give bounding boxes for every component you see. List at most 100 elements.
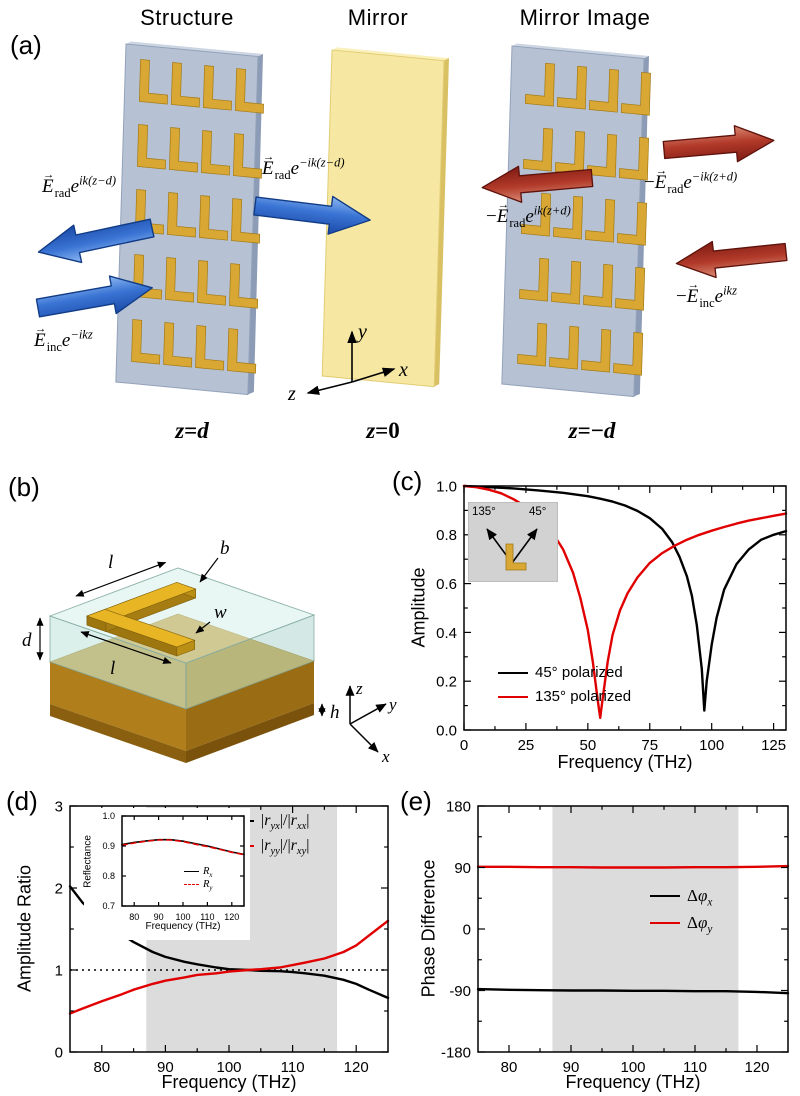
image-rad-left-label: −Eradeik(z+d)	[486, 199, 571, 229]
svg-text:25: 25	[518, 737, 535, 754]
svg-text:90: 90	[157, 1059, 174, 1076]
svg-text:90: 90	[563, 1059, 580, 1076]
mirror-title: Mirror	[347, 5, 409, 30]
svg-text:1.0: 1.0	[436, 478, 457, 495]
svg-text:120: 120	[744, 1059, 769, 1076]
svg-text:80: 80	[129, 912, 139, 922]
svg-text:0: 0	[55, 1044, 63, 1061]
svg-text:0.7: 0.7	[102, 901, 115, 911]
structure-slab	[115, 41, 266, 396]
legend-label-ryx: |ryx|/|rxx|	[261, 812, 310, 833]
svg-text:110: 110	[281, 1059, 305, 1076]
x-axis-arrow	[351, 367, 396, 383]
legend-item-dphix: Δφx	[650, 886, 712, 908]
mirror-top-edge	[332, 47, 449, 61]
line-swatch-135	[498, 695, 528, 698]
mirror-side-edge	[434, 58, 449, 387]
legend-label-135: 135° polarized	[535, 688, 632, 705]
incident-label: Eince−ikz	[34, 323, 93, 353]
legend-item-rx: Rx	[184, 866, 213, 880]
svg-text:100: 100	[620, 1059, 645, 1076]
legend-label-45: 45° polarized	[535, 664, 623, 681]
structure-slab-face	[115, 43, 259, 396]
svg-text:100: 100	[216, 1059, 241, 1076]
y-axis-arrow-b	[349, 703, 387, 725]
ground-front-left-face	[50, 662, 186, 751]
coordinate-axes-b	[345, 685, 387, 753]
svg-text:100: 100	[175, 912, 190, 922]
plane-label-structure: z=d	[175, 418, 209, 443]
dim-label-d: d	[22, 630, 32, 651]
panel-d-letter: (d)	[6, 786, 38, 816]
svg-text:120: 120	[224, 912, 239, 922]
svg-text:3: 3	[55, 798, 63, 815]
svg-text:0: 0	[460, 737, 468, 754]
pointer-w	[195, 621, 211, 634]
deg135-label: 135°	[472, 506, 496, 518]
c-yaxis-title: Amplitude	[408, 567, 429, 648]
legend-label-rx: Rx	[203, 866, 213, 880]
svg-text:100: 100	[699, 737, 724, 754]
legend-label-ry: Ry	[203, 879, 213, 893]
svg-text:0.9: 0.9	[102, 841, 115, 851]
x-axis-arrow-b	[349, 723, 379, 753]
dim-label-l-top: l	[108, 552, 113, 573]
dim-label-h: h	[330, 702, 340, 723]
svg-text:90: 90	[154, 912, 164, 922]
image-incident-arrow	[673, 233, 789, 283]
z-axis-letter-b: z	[355, 679, 363, 698]
dimension-lines	[36, 557, 326, 717]
legend-item-ry: Ry	[184, 879, 213, 893]
dim-line-l-top	[75, 561, 167, 597]
svg-text:0.8: 0.8	[436, 527, 457, 544]
arrow-45deg	[511, 528, 538, 564]
svg-text:80: 80	[93, 1059, 110, 1076]
svg-text:110: 110	[683, 1059, 707, 1076]
x-axis-letter-b: x	[381, 747, 390, 766]
svg-text:-90: -90	[449, 983, 471, 1000]
line-swatch-45	[498, 671, 528, 674]
svg-text:1: 1	[55, 962, 63, 979]
svg-text:0.6: 0.6	[436, 576, 457, 593]
polarization-inset-drawing	[486, 528, 538, 571]
d-xaxis-title: Frequency (THz)	[161, 1072, 297, 1092]
inset-legend: Rx Ry	[184, 866, 213, 892]
svg-text:90: 90	[454, 860, 471, 877]
dim-label-l-bottom: l	[110, 658, 115, 679]
rad-reflected-label: Eradeik(z−d)	[42, 169, 116, 199]
ground-front-right-face	[186, 661, 314, 751]
mirror-panel	[321, 47, 449, 388]
line-swatch-dphix	[650, 895, 680, 897]
structure-title: Structure	[140, 5, 234, 30]
svg-text:80: 80	[501, 1059, 518, 1076]
e-legend: Δφx Δφy	[650, 886, 712, 940]
svg-text:1.0: 1.0	[102, 811, 115, 821]
l-resonator-icon	[505, 543, 527, 571]
legend-label-ryy: |ryy|/|rxy|	[261, 837, 310, 858]
plane-label-mirror: z=0	[366, 418, 400, 443]
legend-item-45: 45° polarized	[498, 664, 631, 681]
c-xaxis-title: Frequency (THz)	[557, 752, 693, 772]
z-axis-arrow	[306, 381, 353, 395]
panel-a: y x z (a) Structure Mirror Mirror Image …	[0, 0, 800, 458]
polarization-inset: 135° 45°	[468, 502, 558, 582]
mirror-image-top-edge	[512, 43, 649, 59]
ground-film-left	[50, 704, 186, 763]
dim-label-w: w	[214, 602, 227, 623]
x-axis-letter: x	[398, 359, 408, 381]
inset-yaxis-title: Reflectance	[82, 835, 94, 888]
dim-line-l-bottom	[80, 631, 172, 664]
svg-text:125: 125	[761, 737, 786, 754]
c-legend: 45° polarized 135° polarized	[498, 664, 631, 712]
svg-text:0.0: 0.0	[436, 722, 457, 739]
image-radiated-arrow-right	[661, 121, 777, 169]
inset-xaxis-title: Frequency (THz)	[145, 921, 221, 932]
e-xaxis-title: Frequency (THz)	[565, 1072, 701, 1092]
line-swatch-ry	[184, 884, 199, 885]
structure-slab-top-edge	[126, 41, 263, 57]
panel-c-letter: (c)	[392, 466, 423, 496]
